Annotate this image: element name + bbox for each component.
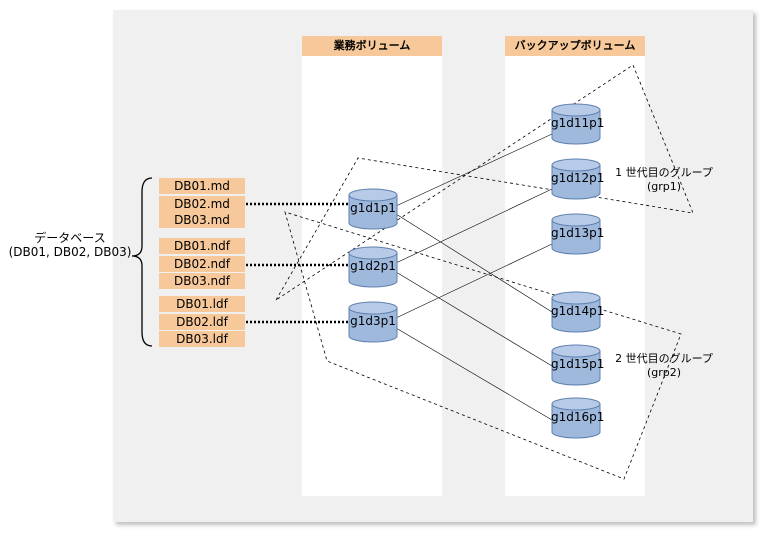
group-1-title: 1 世代目のグループ (615, 166, 713, 179)
volume-label: g1d15p1 (551, 357, 605, 371)
database-label-names: (DB01, DB02, DB03) (8, 245, 132, 259)
volume-g1d11p1: g1d11p1 (551, 103, 605, 145)
file-db03-ndf: DB03.ndf (159, 273, 245, 289)
database-brace (131, 177, 153, 347)
volume-cylinder-icon (551, 291, 601, 333)
file-db01-ldf: DB01.ldf (159, 296, 245, 312)
volume-g1d14p1: g1d14p1 (551, 291, 605, 333)
link-g1d3-g1d13 (395, 243, 553, 319)
file-db01-ndf: DB01.ndf (159, 238, 245, 254)
volume-label: g1d16p1 (551, 410, 605, 424)
volume-g1d12p1: g1d12p1 (551, 158, 605, 200)
group-2-name: (grp2) (646, 366, 682, 379)
volume-g1d16p1: g1d16p1 (551, 397, 605, 439)
volume-cylinder-icon (551, 397, 601, 439)
link-g1d1-g1d14 (395, 213, 553, 313)
file-db03-md: DB03.md (159, 212, 245, 228)
file-db03-ldf: DB03.ldf (159, 331, 245, 347)
file-db02-md: DB02.md (159, 196, 245, 212)
link-g1d2-g1d15 (395, 271, 553, 367)
link-g1d2-g1d12 (395, 188, 553, 264)
file-db02-ndf: DB02.ndf (159, 256, 245, 272)
volume-label: g1d3p1 (350, 314, 396, 328)
volume-cylinder-icon (551, 213, 601, 255)
volume-label: g1d13p1 (551, 226, 605, 240)
volume-g1d13p1: g1d13p1 (551, 213, 605, 255)
database-label: データベース (DB01, DB02, DB03) (0, 231, 140, 259)
volume-cylinder-icon (551, 344, 601, 386)
volume-g1d3p1: g1d3p1 (348, 301, 398, 343)
volume-cylinder-icon (348, 246, 398, 288)
file-db01-md: DB01.md (159, 178, 245, 194)
backup-volume-header: バックアップボリューム (505, 36, 645, 56)
volume-label: g1d14p1 (551, 304, 605, 318)
volume-g1d15p1: g1d15p1 (551, 344, 605, 386)
group-2-title: 2 世代目のグループ (615, 352, 713, 365)
group-2-label: 2 世代目のグループ (grp2) (614, 352, 714, 380)
business-volume-header: 業務ボリューム (302, 36, 442, 56)
volume-cylinder-icon (551, 158, 601, 200)
volume-g1d2p1: g1d2p1 (348, 246, 398, 288)
database-label-title: データベース (34, 231, 106, 245)
volume-g1d1p1: g1d1p1 (348, 188, 398, 230)
volume-label: g1d12p1 (551, 171, 605, 185)
volume-label: g1d2p1 (350, 259, 396, 273)
link-g1d3-g1d16 (395, 327, 553, 421)
volume-cylinder-icon (348, 301, 398, 343)
volume-label: g1d1p1 (350, 201, 396, 215)
volume-label: g1d11p1 (551, 116, 605, 130)
group-2-outline (284, 211, 682, 480)
group-1-name: (grp1) (646, 180, 682, 193)
group-1-outline (275, 64, 694, 301)
volume-cylinder-icon (551, 103, 601, 145)
file-db02-ldf: DB02.ldf (159, 314, 245, 330)
volume-cylinder-icon (348, 188, 398, 230)
group-1-label: 1 世代目のグループ (grp1) (614, 166, 714, 194)
